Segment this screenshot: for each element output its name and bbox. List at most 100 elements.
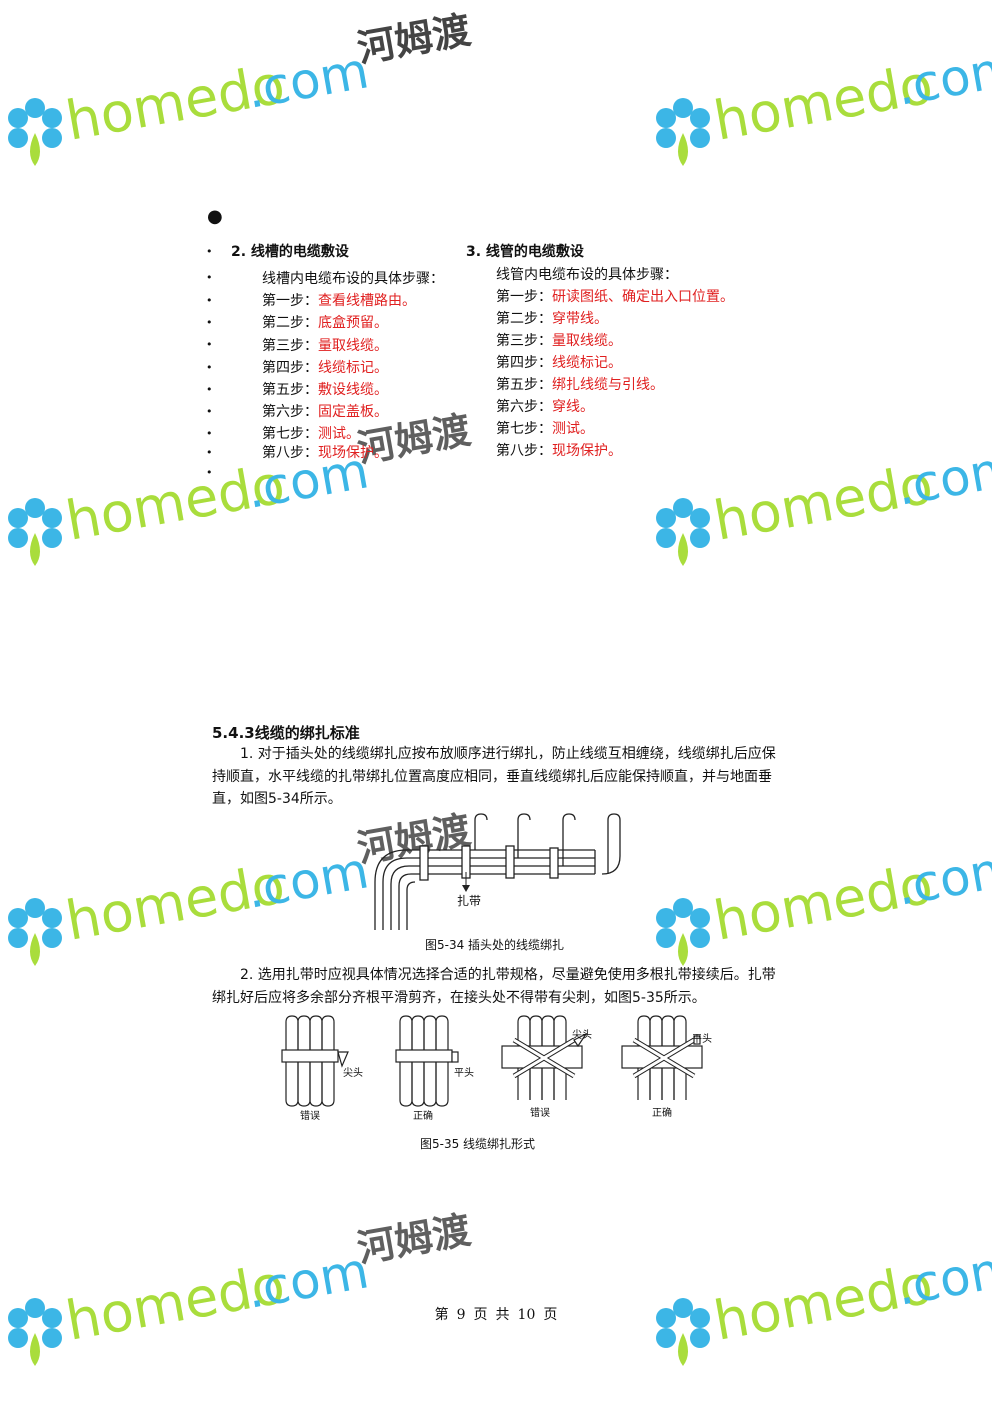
fig2-panel-3	[501, 1015, 588, 1100]
step-text: 测试。	[552, 421, 594, 437]
fig2-panel-1	[281, 1015, 349, 1107]
fig2-tip-label: 平头	[454, 1068, 474, 1079]
figure-5-34	[374, 813, 621, 930]
svg-text:homedo: homedo	[61, 452, 289, 552]
list-item: 第五步：敷设线缆。	[262, 379, 388, 399]
step-label: 第七步：	[262, 426, 318, 442]
svg-text:homedo: homedo	[61, 1252, 289, 1352]
step-label: 第七步：	[496, 421, 552, 437]
list-item: 第八步：现场保护。	[496, 440, 622, 460]
figure-5-35	[281, 1015, 703, 1107]
left-intro: 线槽内电缆布设的具体步骤：	[262, 271, 444, 287]
svg-text:homedo: homedo	[709, 852, 937, 952]
paragraph-1: 1. 对于插头处的线缆绑扎应按布放顺序进行绑扎，防止线缆互相缠绕，线缆绑扎后应保…	[212, 746, 776, 807]
step-label: 第一步：	[262, 293, 318, 309]
right-heading: 3. 线管的电缆敷设	[466, 244, 584, 260]
list-item: 第五步：绑扎线缆与引线。	[496, 374, 664, 394]
svg-text:homedo: homedo	[709, 1252, 937, 1352]
step-label: 第二步：	[262, 315, 318, 331]
list-bullet: •	[206, 245, 213, 258]
section-title: 5.4.3线缆的绑扎标准	[212, 724, 360, 742]
top-bullet: ●	[207, 206, 223, 227]
zip-tie	[419, 845, 429, 881]
fig1-caption: 图5-34 插头处的线缆绑扎	[425, 938, 565, 952]
step-text: 现场保护。	[552, 443, 622, 459]
list-item: 第一步：查看线槽路由。	[262, 290, 416, 310]
fig2-verdict-label: 错误	[300, 1111, 320, 1122]
fig2-verdict-label: 正确	[413, 1111, 433, 1122]
step-label: 第一步：	[496, 289, 552, 305]
footer-text: 共	[495, 1307, 510, 1323]
list-item: 第八步：现场保护。	[262, 442, 388, 462]
svg-text:.com: .com	[242, 41, 373, 119]
step-text: 研读图纸、确定出入口位置。	[552, 289, 734, 305]
watermark-logo: homedo .com 河姆渡	[8, 1208, 474, 1366]
list-item: 第七步：测试。	[262, 423, 360, 443]
svg-text:.com: .com	[892, 838, 992, 916]
watermark-brand: 河姆渡	[354, 8, 474, 71]
list-item: 第一步：研读图纸、确定出入口位置。	[496, 286, 734, 306]
fig2-tip-label: 尖头	[572, 1030, 592, 1041]
right-intro: 线管内电缆布设的具体步骤：	[496, 267, 678, 283]
step-text: 敷设线缆。	[318, 382, 388, 398]
list-item: 第三步：量取线缆。	[262, 335, 388, 355]
list-bullet: •	[206, 294, 213, 307]
fig2-verdict-label: 正确	[652, 1108, 672, 1119]
step-label: 第八步：	[262, 445, 318, 461]
step-text: 固定盖板。	[318, 404, 388, 420]
fig2-panel-4	[621, 1015, 703, 1100]
step-label: 第六步：	[496, 399, 552, 415]
step-label: 第四步：	[262, 360, 318, 376]
list-bullet: •	[206, 338, 213, 351]
step-text: 测试。	[318, 426, 360, 442]
step-text: 绑扎线缆与引线。	[552, 377, 664, 393]
list-bullet: •	[206, 405, 213, 418]
svg-text:homedo: homedo	[61, 52, 289, 152]
list-item: 第三步：量取线缆。	[496, 330, 622, 350]
list-bullet: •	[206, 383, 213, 396]
fig2-caption: 图5-35 线缆绑扎形式	[420, 1137, 536, 1151]
watermark-logo: homedo .com	[656, 38, 992, 166]
fig1-label: 扎带	[457, 894, 482, 908]
step-label: 第五步：	[262, 382, 318, 398]
step-label: 第二步：	[496, 311, 552, 327]
step-text: 查看线槽路由。	[318, 293, 416, 309]
fig2-tip-label: 平头	[692, 1034, 712, 1045]
list-item: 第二步：底盒预留。	[262, 312, 388, 332]
svg-text:.com: .com	[242, 841, 373, 919]
page-total: 10	[517, 1307, 536, 1323]
list-item: 第六步：穿线。	[496, 396, 594, 416]
svg-text:homedo: homedo	[61, 852, 289, 952]
step-text: 量取线缆。	[552, 333, 622, 349]
page-number: 9	[456, 1307, 466, 1323]
footer-text: 第	[434, 1307, 449, 1323]
step-text: 底盒预留。	[318, 315, 388, 331]
fig2-panel-2	[395, 1015, 459, 1107]
watermark-logo: homedo .com	[656, 438, 992, 566]
step-label: 第八步：	[496, 443, 552, 459]
list-bullet: •	[206, 316, 213, 329]
step-text: 穿带线。	[552, 311, 608, 327]
list-bullet: •	[206, 466, 213, 479]
list-item: 第四步：线缆标记。	[262, 357, 388, 377]
watermark-logo: homedo .com	[656, 838, 992, 966]
svg-text:homedo: homedo	[709, 52, 937, 152]
step-label: 第五步：	[496, 377, 552, 393]
step-text: 量取线缆。	[318, 338, 388, 354]
list-bullet: •	[206, 427, 213, 440]
left-heading: 2. 线槽的电缆敷设	[231, 244, 349, 260]
step-text: 线缆标记。	[552, 355, 622, 371]
step-text: 现场保护。	[318, 445, 388, 461]
svg-text:homedo: homedo	[709, 452, 937, 552]
zip-tie	[505, 845, 515, 879]
list-item: 第四步：线缆标记。	[496, 352, 622, 372]
svg-text:河姆渡: 河姆渡	[354, 1208, 474, 1271]
step-label: 第六步：	[262, 404, 318, 420]
step-label: 第四步：	[496, 355, 552, 371]
list-bullet: •	[206, 271, 213, 284]
watermark-logo: homedo .com 河姆渡	[8, 8, 474, 166]
fig2-tip-label: 尖头	[343, 1068, 363, 1079]
zip-tie	[549, 847, 559, 879]
